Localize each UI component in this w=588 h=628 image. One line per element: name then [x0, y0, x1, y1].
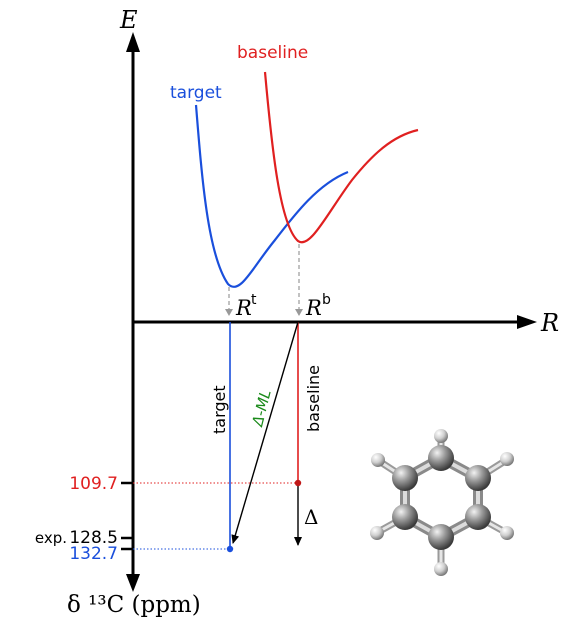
target-curve: [194, 104, 349, 288]
experimental-prefix: exp.: [35, 529, 67, 547]
baseline-shift-value: 109.7: [69, 474, 118, 494]
target-curve-label: target: [170, 83, 222, 103]
baseline-shift-point: [294, 479, 302, 487]
delta-ml-arrow: [231, 321, 299, 544]
baseline-minimum-label: R: [305, 296, 322, 320]
target-shift-line-label: target: [210, 385, 229, 434]
target-shift-value: 132.7: [69, 544, 118, 564]
target-shift-point: [226, 545, 234, 553]
distance-axis-arrowhead: [517, 315, 537, 329]
baseline-minimum-superscript: b: [322, 292, 331, 308]
distance-axis-label: R: [540, 309, 559, 337]
target-minimum-superscript: t: [251, 292, 257, 308]
experimental-shift-value: 128.5: [69, 528, 118, 548]
baseline-curve-label: baseline: [237, 43, 308, 63]
baseline-curve: [263, 71, 419, 244]
energy-axis-arrowhead: [126, 32, 140, 52]
shift-axis-arrowhead: [126, 574, 140, 592]
energy-axis-label: E: [119, 6, 138, 34]
target-minimum-label: R: [235, 296, 252, 320]
delta-ml-label: Δ-ML: [248, 388, 275, 429]
delta-label: Δ: [304, 505, 318, 529]
benzene-ball-and-stick-icon: [370, 429, 514, 576]
baseline-shift-line-label: baseline: [304, 365, 323, 432]
chemical-shift-axis-label: δ ¹³C (ppm): [67, 592, 201, 618]
